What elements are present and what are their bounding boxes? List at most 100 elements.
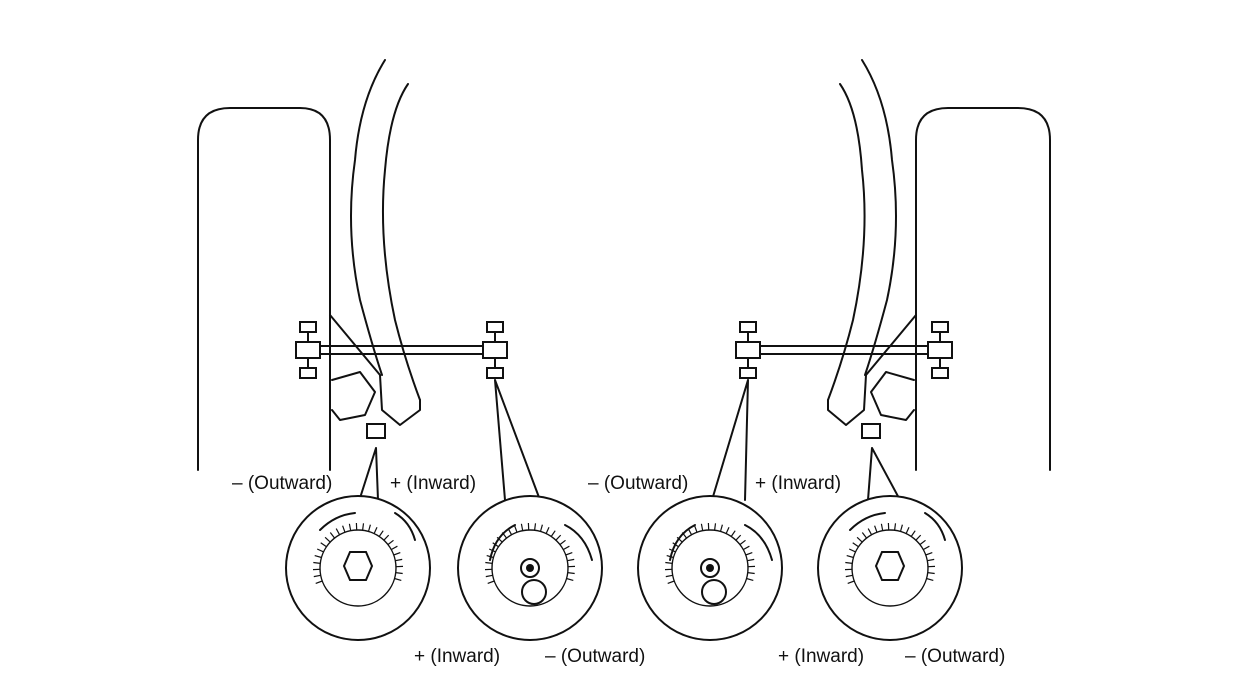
cam-tick <box>665 561 673 564</box>
left-tire <box>197 107 331 471</box>
cam-tick <box>567 572 575 575</box>
cam-tick <box>367 524 371 532</box>
cam-tick <box>852 542 859 548</box>
right-strut <box>861 59 897 376</box>
cam-tick <box>501 532 508 539</box>
bolt-left-inner <box>482 321 508 379</box>
cam-tick <box>719 524 723 532</box>
cam-tick <box>316 548 324 553</box>
cam-tick <box>910 530 916 537</box>
cam-tick <box>905 526 910 534</box>
cam-scale-ticks <box>664 522 756 584</box>
cam-tick <box>666 555 674 559</box>
cam-tick <box>745 552 753 556</box>
cam-tick <box>395 558 403 562</box>
cam-tick <box>383 534 390 541</box>
cam-tick <box>486 555 494 559</box>
cam-tick <box>313 561 321 564</box>
cam-tick <box>894 523 897 531</box>
right-tire <box>915 107 1051 471</box>
cam-tick <box>739 539 746 546</box>
cam-tick <box>861 532 868 539</box>
cam-tick <box>867 528 873 536</box>
cam-tick <box>565 552 573 556</box>
cam-tick <box>700 523 704 531</box>
cam-tick <box>899 524 903 532</box>
cam-tick <box>485 561 493 564</box>
label-inward-2: + (Inward) <box>755 473 841 494</box>
cam-bolt-icon <box>521 579 547 605</box>
cam-tick <box>676 536 683 543</box>
cam-tick <box>667 580 675 584</box>
cam-bolt-icon <box>874 551 906 581</box>
bolt-left-outer <box>295 321 321 379</box>
cam-tick <box>846 555 854 559</box>
cam-tick <box>730 530 736 537</box>
cam-tick <box>566 577 574 581</box>
bolt-right-knuckle <box>861 423 881 439</box>
cam-tick <box>747 572 755 575</box>
cam-tick <box>845 561 853 564</box>
cam-tick <box>394 577 402 581</box>
cam-tick <box>856 536 863 543</box>
cam-tick <box>562 545 570 551</box>
right-knuckle-lower <box>870 371 915 421</box>
cam-tick <box>672 542 679 548</box>
cam-tick <box>687 528 693 536</box>
cam-tick <box>555 534 562 541</box>
cam-tick <box>329 532 336 539</box>
cam-tick <box>926 577 934 581</box>
cam-detail-1 <box>285 495 431 641</box>
cam-tick <box>362 523 365 531</box>
cam-tick <box>496 536 503 543</box>
cam-tick <box>520 523 524 531</box>
cam-tick <box>845 574 853 578</box>
bolt-left-knuckle <box>366 423 386 439</box>
right-knuckle <box>827 314 917 426</box>
cam-tick <box>714 523 717 531</box>
cam-tick <box>567 558 575 562</box>
cam-scale-ticks <box>312 522 404 584</box>
cam-tick <box>390 545 398 551</box>
cam-detail-2 <box>457 495 603 641</box>
cam-tick <box>681 532 688 539</box>
cam-tick <box>927 572 935 575</box>
left-knuckle <box>329 314 421 426</box>
cam-tick <box>747 558 755 562</box>
cam-tick <box>335 528 341 536</box>
cam-tick <box>507 528 513 536</box>
cam-detail-4 <box>817 495 963 641</box>
cam-scale-ticks <box>844 522 936 584</box>
cam-tick <box>874 525 878 533</box>
leader-3 <box>711 379 749 501</box>
cam-tick <box>488 548 496 553</box>
bolt-right-outer <box>927 321 953 379</box>
cam-tick <box>514 525 518 533</box>
rotation-arrow-icon <box>849 512 886 531</box>
cam-tick <box>694 525 698 533</box>
left-strut-inner <box>381 83 421 401</box>
rotation-arrow-icon <box>319 512 356 531</box>
cam-tick <box>487 580 495 584</box>
cam-tick <box>348 523 352 531</box>
cam-detail-3 <box>637 495 783 641</box>
cam-tick <box>320 542 327 548</box>
cam-tick <box>742 545 750 551</box>
cam-tick <box>915 534 922 541</box>
cam-bolt-icon <box>342 551 374 581</box>
cam-tick <box>324 536 331 543</box>
cam-tick <box>373 526 378 534</box>
cam-tick <box>847 580 855 584</box>
leader-4 <box>867 447 901 501</box>
cam-tick <box>545 526 550 534</box>
cam-tick <box>395 572 403 575</box>
cam-tick <box>534 523 537 531</box>
label-outward-2: – (Outward) <box>588 473 688 494</box>
cam-tick <box>485 574 493 578</box>
left-strut <box>350 59 386 376</box>
leader-2 <box>494 379 541 501</box>
right-tie-rod <box>747 345 941 355</box>
cam-tick <box>387 539 394 546</box>
